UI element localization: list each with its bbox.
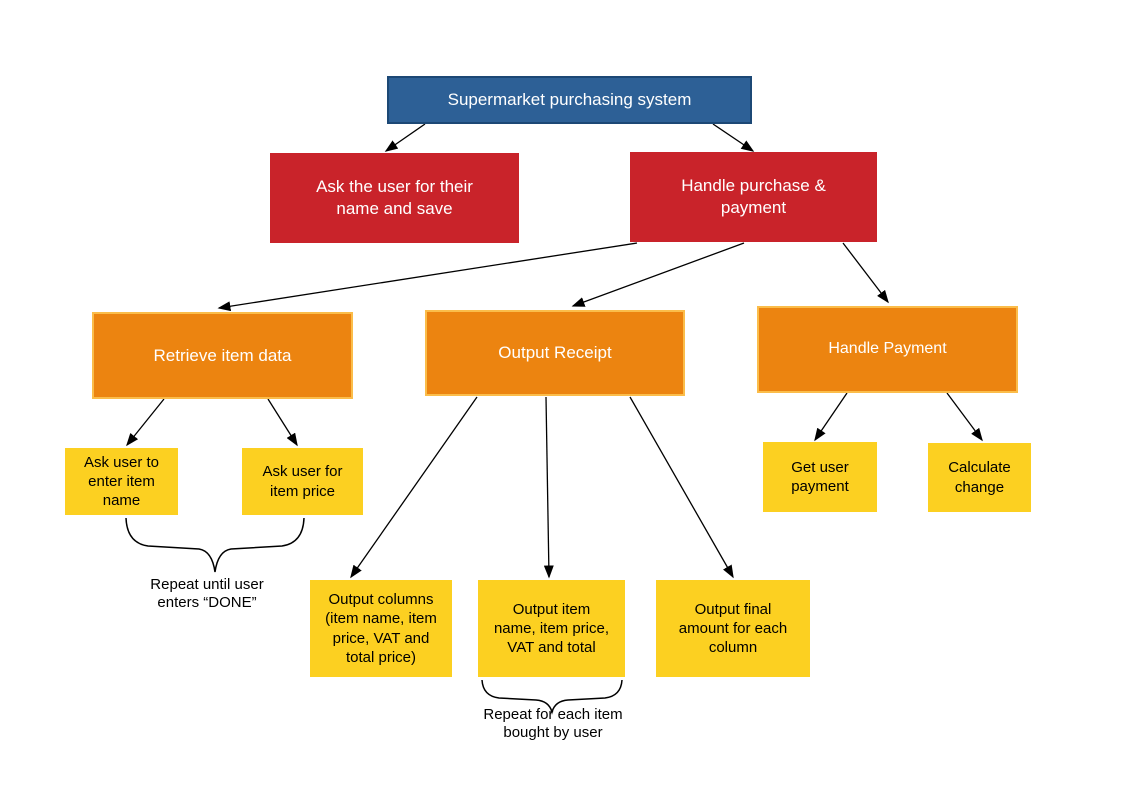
edge-retrieve-to-item-name [126,398,165,447]
annotation-repeat-items: Repeat for each item bought by user [483,706,623,741]
node-handle-purchase-payment-label: Handle purchase & payment [681,176,826,217]
edge-purchase-to-receipt [571,242,745,307]
node-supermarket-system[interactable]: Supermarket purchasing system [387,76,752,124]
edge-payment-to-get-payment [814,392,848,442]
node-handle-payment-label: Handle Payment [828,340,947,358]
node-calculate-change-label: Calculate change [948,459,1011,496]
edge-root-to-ask-name [384,123,426,152]
node-output-final-amount-label: Output final amount for each column [678,600,788,657]
edge-receipt-to-final-amount [629,396,734,579]
node-output-columns-label: Output columns (item name, item price, V… [325,591,437,666]
node-handle-payment[interactable]: Handle Payment [757,306,1018,393]
node-output-columns[interactable]: Output columns (item name, item price, V… [310,580,452,677]
edge-root-to-handle-purchase [712,123,755,152]
node-output-item-rows-label: Output item name, item price, VAT and to… [493,600,610,657]
node-output-item-rows[interactable]: Output item name, item price, VAT and to… [478,580,625,677]
node-get-user-payment-label: Get user payment [791,458,849,495]
node-retrieve-item-data-label: Retrieve item data [153,345,292,365]
node-ask-item-price[interactable]: Ask user for item price [242,448,363,515]
node-retrieve-item-data[interactable]: Retrieve item data [92,312,353,399]
node-output-receipt-label: Output Receipt [498,343,612,363]
edge-purchase-to-retrieve [217,242,638,312]
edge-receipt-to-item-rows [543,396,554,579]
node-ask-user-name-label: Ask the user for their name and save [316,177,473,218]
node-output-final-amount[interactable]: Output final amount for each column [656,580,810,677]
node-ask-item-price-label: Ask user for item price [262,463,343,500]
node-ask-item-name[interactable]: Ask user to enter item name [65,448,178,515]
edge-receipt-to-columns [350,396,478,579]
annotation-repeat-done: Repeat until user enters “DONE” [150,576,264,611]
node-supermarket-system-label: Supermarket purchasing system [447,90,692,110]
edge-retrieve-to-item-price [267,398,298,447]
node-get-user-payment[interactable]: Get user payment [763,442,877,512]
edge-purchase-to-payment [842,242,889,304]
node-ask-item-name-label: Ask user to enter item name [83,453,160,510]
node-handle-purchase-payment[interactable]: Handle purchase & payment [630,152,877,242]
node-ask-user-name[interactable]: Ask the user for their name and save [270,153,519,243]
node-calculate-change[interactable]: Calculate change [928,443,1031,512]
brace-repeat-done [125,517,305,573]
edge-payment-to-calc-change [946,392,983,442]
node-output-receipt[interactable]: Output Receipt [425,310,685,396]
